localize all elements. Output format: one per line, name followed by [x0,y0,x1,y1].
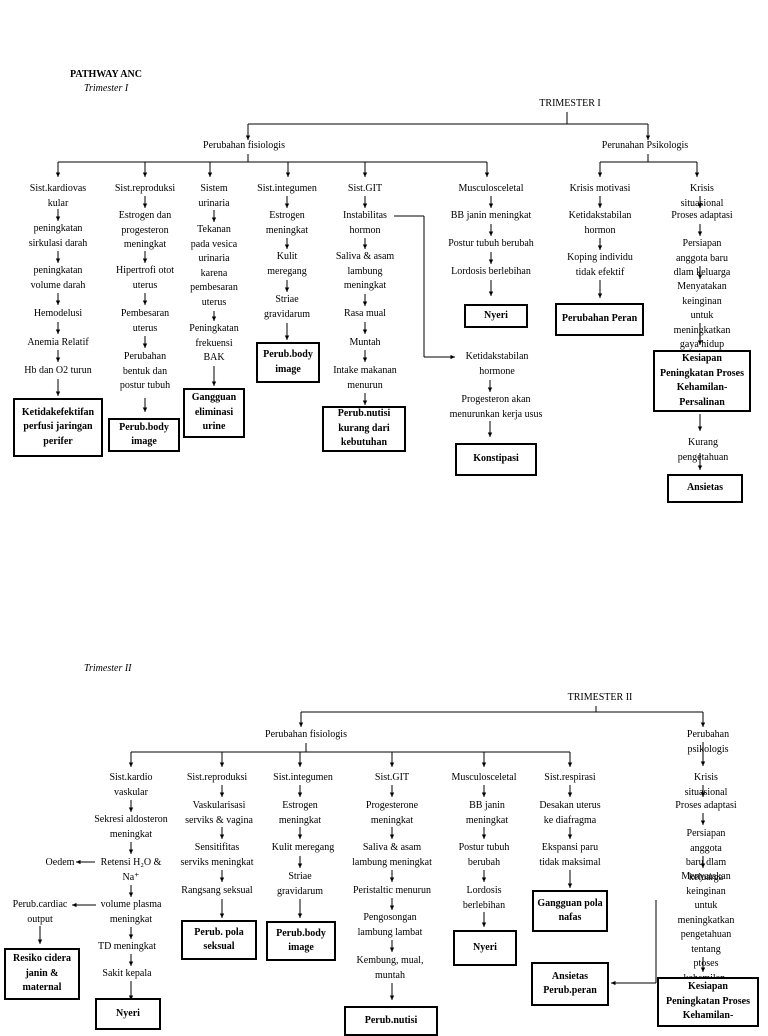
t2-col5-node-3: Lordosis berlebihan [462,885,506,911]
t2-col5-node-0: Musculosceletal [451,772,517,783]
t2-col7-node-1: Proses adaptasi [675,800,737,811]
t2-col2-node-0: Sist.reproduksi [186,772,248,783]
t1-col3-node-1: Tekanan pada vesica urinaria karena pemb… [190,224,238,308]
t1-col3-node-2: Peningkatan frekuensi BAK [189,323,239,363]
t1-root: TRIMESTER I [539,98,601,109]
t1-col1-node-4: Anemia Relatif [27,337,89,348]
t1-col2-node-4: Perubahan bentuk dan postur tubuh [119,351,171,391]
t1-col6b-box: Konstipasi [455,443,537,476]
t2-oedem: Oedem [45,857,75,868]
t1-col2-node-3: Pembesaran uterus [120,308,170,334]
t1-col5-node-3: Rasa mual [344,308,386,319]
t2-col1-node-1: Sekresi aldosteron meningkat [94,814,168,840]
t2-col1-node-2: Retensi H₂O & Na⁺ [100,857,162,883]
t1-col4-node-3: Striae gravidarum [263,294,311,320]
t2-root: TRIMESTER II [567,692,633,703]
t1-col6-node-3: Lordosis berlebihan [451,266,531,277]
t1-col2-node-1: Estrogen dan progesteron meningkat [118,210,172,250]
t1-col1-node-1: peningkatan sirkulasi darah [28,223,88,249]
t2-col3-box: Perub.body image [266,921,336,961]
t1-col7-node-1: Ketidakstabilan hormon [568,210,632,236]
t1-col6-node-0: Musculosceletal [458,183,524,194]
t1-col8-box: Kesiapan Peningkatan Proses Kehamilan- P… [653,350,751,412]
t1-col6b-node-0: Ketidakstabilan hormone [465,351,529,377]
t2-col6-node-0: Sist.respirasi [544,772,596,783]
t2-col4-node-0: Sist.GIT [374,772,410,783]
t1-col8-box2: Ansietas [667,474,743,503]
t1-col8-node-1: Proses adaptasi [671,210,733,221]
t2-fisiologis: Perubahan fisiologis [265,729,347,740]
t1-col1-node-2: peningkatan volume darah [30,265,86,291]
t2-resiko-box: Resiko cidera janin & maternal [4,948,80,1000]
t1-col2-node-0: Sist.reproduksi [114,183,176,194]
t2-col5-node-2: Postur tubuh berubah [458,842,510,868]
t1-col8-node-0: Krisis situasional [680,183,724,209]
page-title: PATHWAY ANC [70,69,142,80]
t2-col7-node-0: Krisis situasional [684,772,728,798]
t2-col5-box: Nyeri [453,930,517,966]
t2-col2-node-3: Rangsang seksual [181,885,253,896]
t1-col6-node-2: Postur tubuh berubah [448,238,534,249]
t1-col6-box: Nyeri [464,304,528,328]
t1-col1-node-3: Hemodelusi [33,308,83,319]
t1-col8-node-2: Persiapan anggota baru dlam keluarga [673,238,731,278]
trimester1-label: Trimester I [84,83,129,94]
t2-col4-node-3: Peristaltic menurun [352,885,432,896]
t2-col4-node-2: Saliva & asam lambung meningkat [352,842,432,868]
t2-col2-node-2: Sensitifitas serviks meningkat [180,842,254,868]
t2-col3-node-3: Striae gravidarum [276,871,324,897]
t2-col4-node-5: Kembung, mual, muntah [356,955,424,981]
t1-col5-box: Perub.nutisi kurang dari kebutuhan [322,406,406,452]
t1-col1-node-0: Sist.kardiovas kular [29,183,87,209]
t1-col5-node-0: Sist.GIT [347,183,383,194]
t1-col6-node-1: BB janin meningkat [450,210,532,221]
t1-col2-node-2: Hipertrofi otot uterus [115,265,175,291]
t2-col5-node-1: BB janin meningkat [465,800,509,826]
t1-col4-node-2: Kulit meregang [267,251,307,277]
t2-col1-node-3: volume plasma meningkat [100,899,162,925]
t2-col4-node-4: Pengosongan lambung lambat [357,912,423,938]
t1-col6b-node-1: Progesteron akan menurunkan kerja usus [449,394,543,420]
t2-col6-node-2: Ekspansi paru tidak maksimal [539,842,601,868]
t1-col4-node-1: Estrogen meningkat [265,210,309,236]
t1-col7-node-2: Koping individu tidak efektif [567,252,633,278]
t1-col4-node-0: Sist.integumen [257,183,317,194]
t2-ansietas-box: Ansietas Perub.peran [531,962,609,1006]
t1-col5-node-5: Intake makanan menurun [333,365,397,391]
t2-col1-node-5: Sakit kepala [102,968,152,979]
t2-col6-box: Gangguan pola nafas [532,890,608,932]
t1-col5-node-4: Muntah [349,337,381,348]
t1-col7-node-0: Krisis motivasi [569,183,631,194]
t1-col3-node-0: Sistem urinaria [198,183,230,209]
t1-psikologis: Perunahan Psikologis [601,140,689,151]
t2-col3-node-0: Sist.integumen [273,772,333,783]
t1-col5-node-1: Instabilitas hormon [343,210,387,236]
t1-col7-box: Perubahan Peran [555,303,644,336]
t1-col3-box: Gangguan eliminasi urine [183,388,245,438]
t2-psikologis: Perubahan psikologis [686,729,730,755]
t1-col5-node-2: Saliva & asam lambung meningkat [335,251,395,291]
trimester2-label: Trimester II [84,663,132,674]
t1-col4-box: Perub.body image [256,342,320,383]
t2-col2-node-1: Vaskularisasi serviks & vagina [185,800,253,826]
t2-col1-node-0: Sist.kardio vaskular [109,772,153,798]
t1-col1-node-5: Hb dan O2 turun [24,365,92,376]
t2-col2-box: Perub. pola seksual [181,920,257,960]
t2-col7-box: Kesiapan Peningkatan Proses Kehamilan- [657,977,759,1027]
t2-col3-node-2: Kulit meregang [271,842,335,853]
t2-col1-node-4: TD meningkat [97,941,157,952]
t2-col6-node-1: Desakan uterus ke diafragma [539,800,601,826]
t2-col7-node-2: Persiapan anggota baru dlam keluarga [685,828,727,883]
t2-col4-box: Perub.nutisi [344,1006,438,1036]
t2-col4-node-1: Progesterone meningkat [365,800,419,826]
t1-col1-box: Ketidakefektifan perfusi jaringan perife… [13,398,103,457]
t1-col2-box: Perub.body image [108,418,180,452]
t2-col1-box: Nyeri [95,998,161,1030]
t2-cardiac: Perub.cardiac output [12,899,68,925]
t1-col8-after: Kurang pengetahuan [677,437,729,463]
t1-fisiologis: Perubahan fisiologis [203,140,285,151]
t2-col3-node-1: Estrogen meningkat [278,800,322,826]
